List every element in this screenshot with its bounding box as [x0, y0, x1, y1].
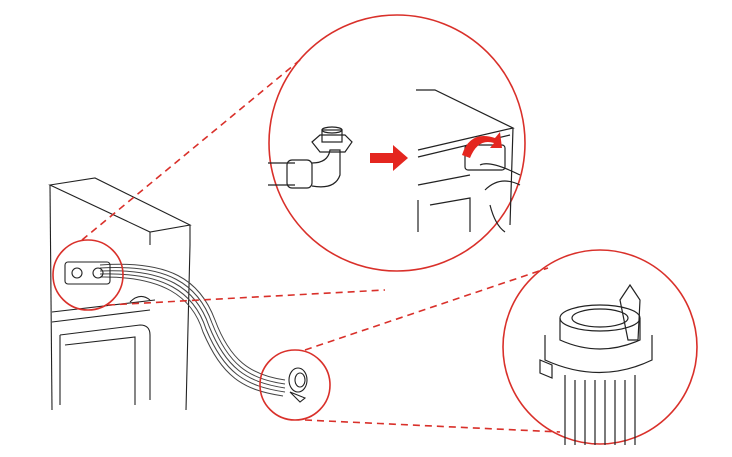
- washer-illustration: [48, 177, 192, 411]
- hose-connector-small: [288, 367, 308, 403]
- direction-arrow: [370, 145, 408, 171]
- callout-circles: [52, 14, 698, 445]
- tap-connection-scene: [416, 89, 521, 233]
- hose-connector-detail: [539, 283, 653, 445]
- inlet-hose: [99, 263, 286, 397]
- callout-lines: [81, 59, 561, 433]
- washer-inlet-ports: [64, 261, 111, 285]
- rotate-arrow-icon: [462, 132, 502, 158]
- tap-adapter: [268, 126, 353, 189]
